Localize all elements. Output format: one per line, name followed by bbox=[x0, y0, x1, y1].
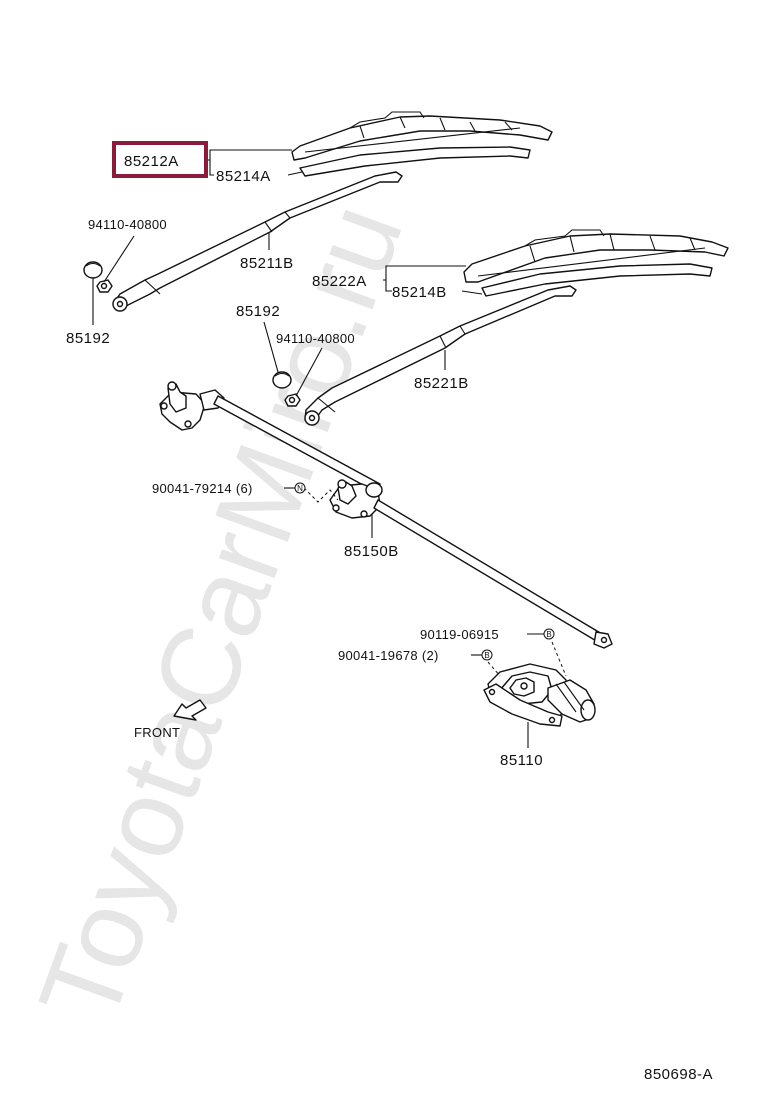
watermark: ToyotaCarMiro.ru bbox=[15, 188, 426, 1038]
nut-94110-mid[interactable] bbox=[284, 393, 301, 407]
leader-85222A bbox=[383, 265, 466, 292]
label-90041-79214[interactable]: 90041-79214 (6) bbox=[152, 481, 253, 496]
wiper-linkage-85150B[interactable] bbox=[159, 381, 613, 649]
wiper-motor-85110[interactable] bbox=[483, 663, 596, 727]
label-85192-mid[interactable]: 85192 bbox=[236, 303, 280, 320]
svg-text:B: B bbox=[546, 630, 551, 639]
leader-94110-mid bbox=[295, 347, 323, 397]
label-94110-40800-mid[interactable]: 94110-40800 bbox=[276, 331, 355, 346]
label-85211B[interactable]: 85211B bbox=[240, 255, 294, 272]
leader-85192-mid bbox=[263, 321, 279, 373]
bolt-leader-90119 bbox=[551, 641, 567, 677]
label-85214A[interactable]: 85214A bbox=[216, 168, 271, 185]
label-85222A[interactable]: 85222A bbox=[312, 273, 367, 290]
front-blade-rubber-85214A[interactable] bbox=[299, 146, 531, 177]
label-85110[interactable]: 85110 bbox=[500, 752, 543, 769]
front-wiper-blade-85212A[interactable] bbox=[291, 111, 553, 161]
leader-85214B bbox=[461, 290, 483, 295]
passenger-wiper-blade-85222A[interactable] bbox=[463, 229, 729, 283]
b-mark-symbol-90119: B bbox=[543, 628, 555, 640]
front-direction-arrow bbox=[173, 699, 207, 721]
highlight-box bbox=[112, 141, 208, 178]
drawing-number: 850698-A bbox=[644, 1066, 713, 1083]
label-90119-06915[interactable]: 90119-06915 bbox=[420, 627, 499, 642]
label-85221B[interactable]: 85221B bbox=[414, 375, 469, 392]
passenger-blade-rubber-85214B[interactable] bbox=[481, 263, 713, 297]
cap-85192-top[interactable] bbox=[83, 261, 103, 279]
n-mark-symbol: N bbox=[294, 482, 306, 494]
b-mark-symbol-90041: B bbox=[481, 649, 493, 661]
cap-85192-mid[interactable] bbox=[272, 371, 292, 389]
bolt-leader-90041-79214 bbox=[303, 487, 339, 503]
label-85192-top[interactable]: 85192 bbox=[66, 330, 110, 347]
label-94110-40800-top[interactable]: 94110-40800 bbox=[88, 217, 167, 232]
label-front: FRONT bbox=[134, 725, 180, 740]
front-wiper-arm-85211B[interactable] bbox=[112, 171, 403, 312]
svg-text:N: N bbox=[297, 484, 303, 493]
leader-85214A bbox=[287, 171, 303, 176]
label-85212A[interactable]: 85212A bbox=[124, 153, 179, 170]
nut-94110-top[interactable] bbox=[96, 279, 113, 293]
svg-text:B: B bbox=[484, 651, 489, 660]
label-85150B[interactable]: 85150B bbox=[344, 543, 399, 560]
leader-94110-top bbox=[103, 235, 135, 283]
passenger-wiper-arm-85221B[interactable] bbox=[304, 285, 577, 426]
label-85214B[interactable]: 85214B bbox=[392, 284, 447, 301]
label-90041-19678[interactable]: 90041-19678 (2) bbox=[338, 648, 439, 663]
